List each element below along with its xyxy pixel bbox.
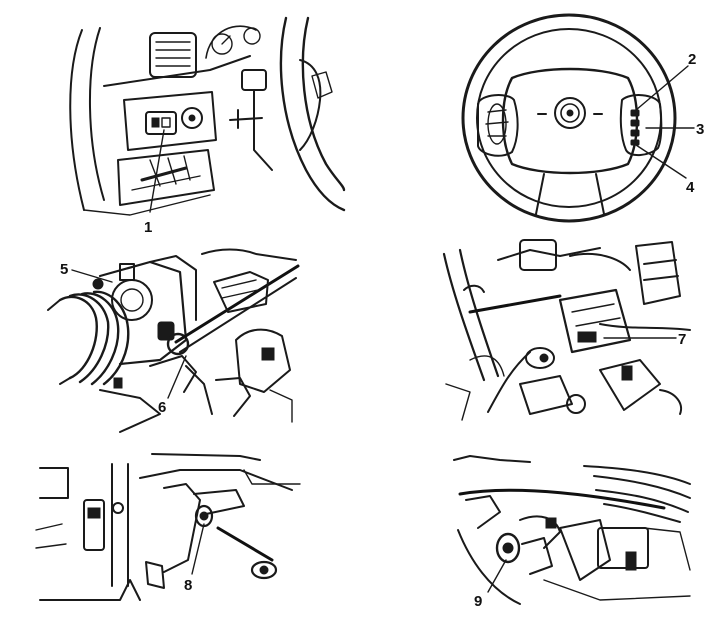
panel-throttle-body	[47, 248, 300, 433]
callout-8: 8	[184, 577, 192, 594]
callout-1: 1	[144, 219, 152, 236]
callout-labels: 1 2 3 4 5 6 7 8 9	[60, 51, 704, 610]
callout-3: 3	[696, 121, 704, 138]
callout-2: 2	[688, 51, 696, 68]
panel-lower-engine-bolt	[453, 455, 691, 605]
panel-transmission-bracket	[35, 453, 301, 601]
callout-7: 7	[678, 331, 686, 348]
callout-6: 6	[158, 399, 166, 416]
panel-engine-bay	[442, 239, 691, 421]
panel-dashboard-switch	[69, 16, 346, 216]
callout-5: 5	[60, 261, 68, 278]
panel-steering-wheel	[461, 13, 695, 223]
callout-4: 4	[686, 179, 695, 196]
callout-9: 9	[474, 593, 482, 610]
